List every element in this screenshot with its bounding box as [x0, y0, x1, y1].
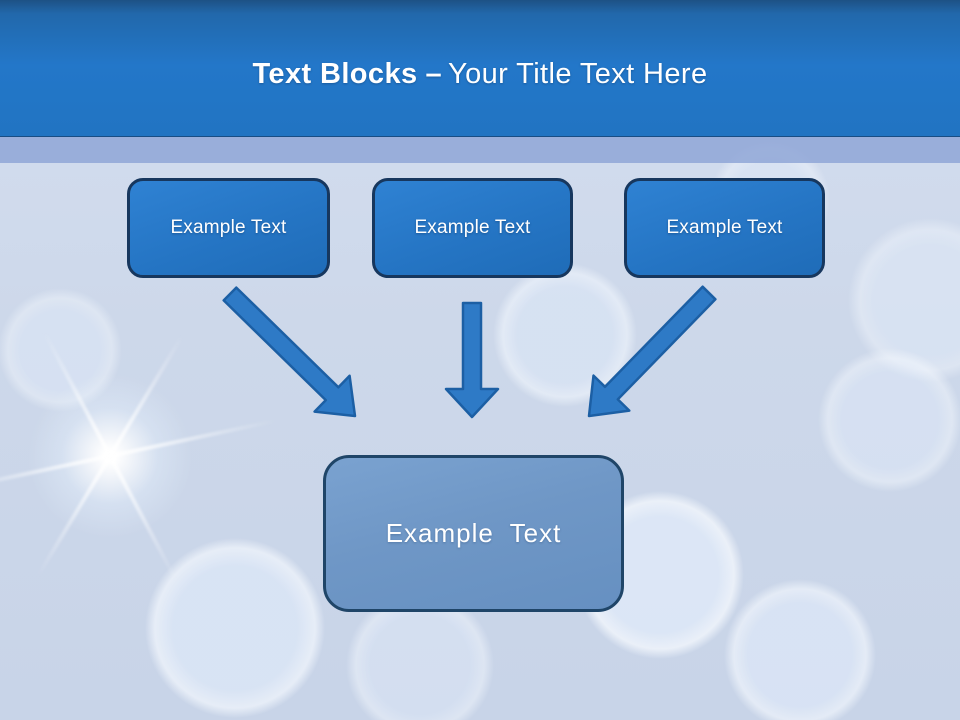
slide-title-dash: – — [425, 58, 443, 90]
text-block-1-label: Example Text — [170, 217, 287, 238]
text-block-3-label: Example Text — [666, 217, 783, 238]
result-block-label: Example Text — [385, 518, 562, 548]
text-block-2-label: Example Text — [414, 217, 531, 238]
header-accent-band — [0, 137, 960, 163]
slide-title: Text Blocks–Your Title Text Here — [0, 55, 960, 93]
text-block-3: Example Text — [624, 178, 825, 278]
text-block-1: Example Text — [127, 178, 330, 278]
slide-title-topic: Text Blocks — [252, 58, 418, 90]
text-block-2: Example Text — [372, 178, 573, 278]
slide-header: Text Blocks–Your Title Text Here — [0, 0, 960, 137]
slide-title-subtitle: Your Title Text Here — [448, 58, 708, 90]
result-block: Example Text — [323, 455, 624, 612]
